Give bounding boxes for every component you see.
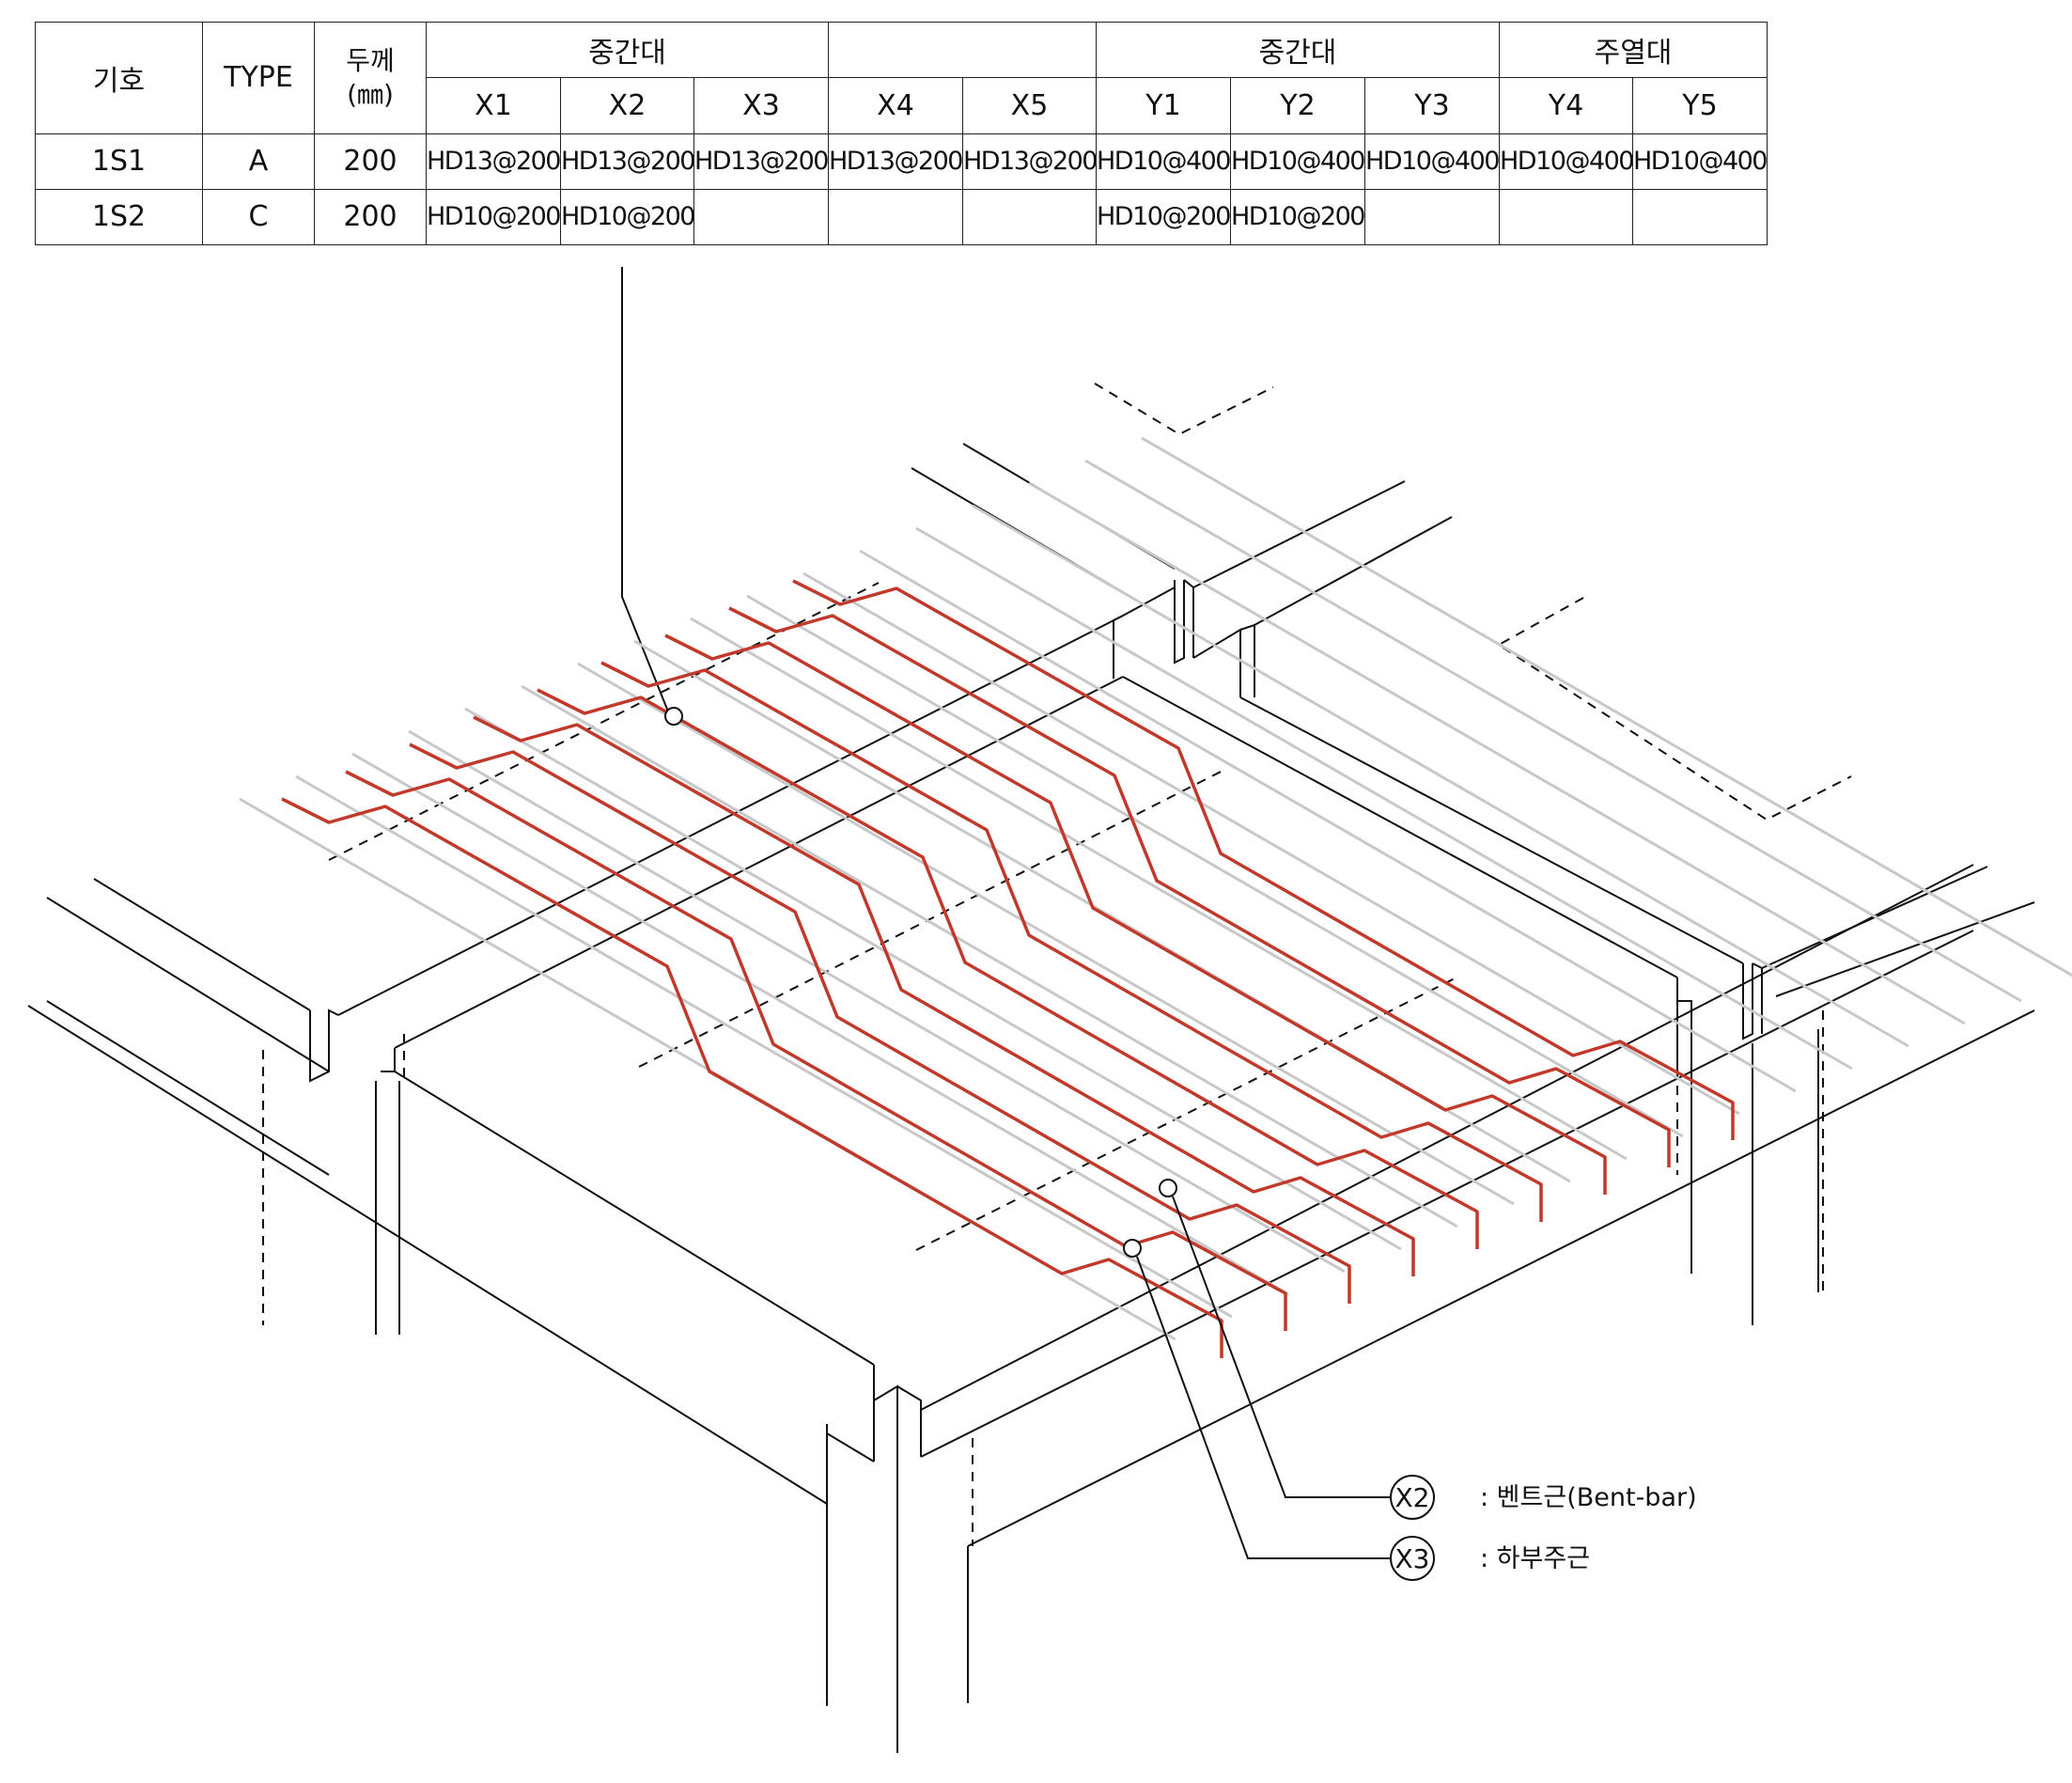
legend-mark-x2: X2 [1395,1482,1430,1513]
header-thickness-unit: (㎜) [347,78,394,110]
structure-lines [27,267,2035,1753]
header-row-2: X1 X2 X3 X4 X5 Y1 Y2 Y3 Y4 Y5 [36,77,1768,134]
cell-x4: HD13@200 [828,133,963,190]
legend-circle-x2 [1390,1475,1435,1520]
bottom-bar [577,662,1515,1206]
legend-circle-x3 [1390,1536,1435,1581]
callout-marker-upper [664,707,683,726]
table-row: 1S2 C 200 HD10@200 HD10@200 HD10@200 HD1… [35,188,1768,246]
legend-text-bent-bar: : 벤트근(Bent-bar) [1480,1483,1697,1512]
header-symbol: 기호 [35,22,203,134]
header-x5: X5 [962,77,1097,134]
cell-symbol: 1S1 [35,133,203,190]
bent-bar [345,770,1287,1331]
cell-type: C [202,188,315,246]
leader-x3 [1136,1256,1391,1559]
header-group-middle-strip-y: 중간대 [1096,21,1500,79]
bent-bar [728,606,1671,1167]
header-y5: Y5 [1632,77,1768,134]
cell-y1: HD10@400 [1096,133,1231,190]
leader-x2 [1172,1196,1391,1498]
cell-x4 [828,188,963,246]
bent-bar [792,579,1735,1140]
bottom-bar [295,774,1233,1319]
bent-bar [600,661,1543,1222]
header-row-1: 기호 TYPE 두께 (㎜) 중간대 중간대 주열대 [35,21,1768,134]
cell-x3: HD13@200 [693,133,829,190]
cell-y5 [1632,188,1768,246]
header-group-blank [828,21,1097,79]
bottom-bar [972,504,1909,1048]
header-x2: X2 [560,77,694,134]
bottom-bar [1084,459,2022,1003]
header-y2: Y2 [1230,77,1365,134]
header-thickness: 두께 (㎜) [314,22,427,134]
bottom-bar [1141,436,2072,978]
header-x4: X4 [828,77,963,134]
legend-mark-x3: X3 [1395,1543,1430,1574]
cell-x1: HD13@200 [426,133,561,190]
bottom-bar [408,729,1346,1274]
hidden-lines [262,383,1852,1546]
legend-text-bottom-main-bar: : 하부주근 [1480,1544,1590,1573]
bent-bars [281,579,1735,1358]
bent-bar [664,633,1607,1195]
bottom-bar [802,571,1740,1116]
header-x3: X3 [693,77,829,134]
bottom-bar [690,617,1628,1161]
cell-y5: HD10@400 [1632,133,1768,190]
cell-x2: HD10@200 [560,188,694,246]
bottom-bar [521,684,1458,1228]
table-row: 1S1 A 200 HD13@200 HD13@200 HD13@200 HD1… [35,133,1768,190]
cell-x5 [962,188,1097,246]
cell-y3 [1364,188,1500,246]
header-group-middle-strip-x: 중간대 [426,21,829,79]
header-type: TYPE [202,22,315,134]
bent-bar [537,688,1479,1249]
header-y1: Y1 [1096,77,1231,134]
bottom-bar [915,526,1853,1071]
bottom-main-bars [239,436,2072,1341]
cell-y2: HD10@200 [1230,188,1365,246]
cell-y1: HD10@200 [1096,188,1231,246]
callouts [664,707,1435,1581]
callout-marker-x2 [1159,1179,1177,1197]
bent-bar [281,797,1223,1358]
rebar-schedule-table: 기호 TYPE 두께 (㎜) 중간대 중간대 주열대 X1 X2 X3 X4 X… [35,21,1768,246]
bottom-bar [746,594,1684,1138]
bottom-bar [351,752,1289,1296]
bent-bar [409,743,1351,1304]
callout-marker-x3 [1123,1239,1142,1258]
cell-x3 [693,188,829,246]
header-thickness-label: 두께 [346,44,395,76]
cell-x2: HD13@200 [560,133,694,190]
bent-bar [473,715,1415,1276]
cell-x1: HD10@200 [426,188,561,246]
cell-y4 [1499,188,1633,246]
bottom-bar [464,707,1402,1251]
bottom-bar [1028,481,1966,1025]
bottom-bar [859,549,1797,1093]
cell-symbol: 1S2 [35,188,203,246]
